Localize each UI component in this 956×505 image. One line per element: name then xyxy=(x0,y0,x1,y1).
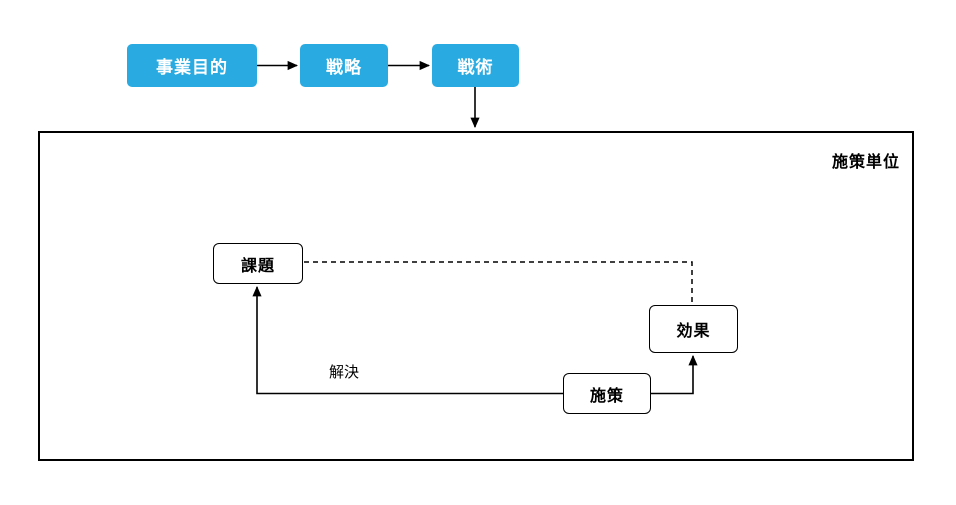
edge-measure-to-effect xyxy=(651,354,698,395)
edge-label-solve: 解決 xyxy=(308,361,380,382)
flow-node-strategy: 戦略 xyxy=(300,44,388,87)
node-effect: 効果 xyxy=(649,305,738,353)
flow-node-tactics: 戦術 xyxy=(432,44,519,87)
group-box-measure-unit: 施策単位 xyxy=(38,131,914,461)
node-measure: 施策 xyxy=(563,373,651,414)
edge-issue-to-effect-dashed xyxy=(304,261,693,303)
group-title: 施策単位 xyxy=(831,154,900,171)
node-issue: 課題 xyxy=(213,243,303,284)
flow-node-business-purpose: 事業目的 xyxy=(127,44,257,87)
edge-measure-to-issue xyxy=(252,285,563,395)
